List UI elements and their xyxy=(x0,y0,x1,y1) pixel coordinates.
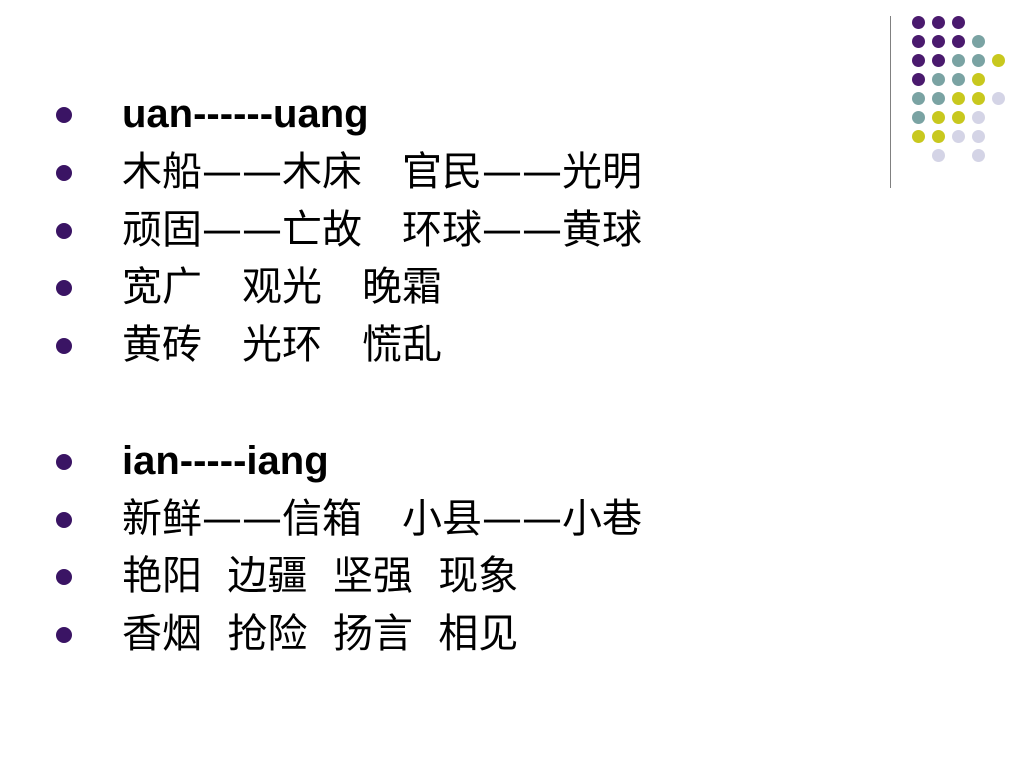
bullet-dot-icon xyxy=(56,223,72,239)
list-item: 新鲜——信箱 小县——小巷 xyxy=(0,491,880,547)
dot-icon xyxy=(952,16,965,29)
dot-icon xyxy=(912,73,925,86)
bullet-dot-icon xyxy=(56,627,72,643)
bullet-dot-icon xyxy=(56,338,72,354)
list-item-text: 黄砖 光环 慌乱 xyxy=(122,322,442,368)
dot-icon xyxy=(912,130,925,143)
dot-icon xyxy=(952,111,965,124)
dot-icon xyxy=(932,149,945,162)
list-item: 木船——木床 官民——光明 xyxy=(0,144,880,200)
bullet-dot-icon xyxy=(56,512,72,528)
dot-icon xyxy=(952,92,965,105)
vertical-divider-line xyxy=(890,16,891,188)
dot-icon xyxy=(932,111,945,124)
list-item-text: 新鲜——信箱 小县——小巷 xyxy=(122,496,642,542)
dot-icon xyxy=(952,73,965,86)
list-item-text: uan------uang xyxy=(122,92,369,136)
list-item: 顽固——亡故 环球——黄球 xyxy=(0,202,880,258)
dot-icon xyxy=(952,54,965,67)
dot-icon xyxy=(972,149,985,162)
list-item-text: 香烟 抢险 扬言 相见 xyxy=(122,611,519,657)
dot-icon xyxy=(972,130,985,143)
dot-icon xyxy=(972,92,985,105)
dot-icon xyxy=(952,130,965,143)
dot-icon xyxy=(932,35,945,48)
list-item-text: ian-----iang xyxy=(122,439,329,483)
list-item-text: 顽固——亡故 环球——黄球 xyxy=(122,207,642,253)
dot-icon xyxy=(932,16,945,29)
bullet-dot-icon xyxy=(56,280,72,296)
dot-icon xyxy=(952,35,965,48)
dot-icon xyxy=(972,35,985,48)
dot-icon xyxy=(992,92,1005,105)
list-item: 宽广 观光 晚霜 xyxy=(0,259,880,315)
list-item: uan------uang xyxy=(0,86,880,142)
list-item-text: 艳阳 边疆 坚强 现象 xyxy=(122,553,519,599)
list-item-text: 木船——木床 官民——光明 xyxy=(122,149,642,195)
dot-icon xyxy=(972,54,985,67)
dot-icon xyxy=(972,111,985,124)
dot-icon xyxy=(932,130,945,143)
dot-icon xyxy=(912,35,925,48)
bullet-dot-icon xyxy=(56,107,72,123)
list-item-text: 宽广 观光 晚霜 xyxy=(122,264,442,310)
bullet-dot-icon xyxy=(56,454,72,470)
dot-icon xyxy=(992,54,1005,67)
bullet-list: uan------uang 木船——木床 官民——光明 顽固——亡故 环球——黄… xyxy=(0,86,880,662)
list-item: 香烟 抢险 扬言 相见 xyxy=(0,606,880,662)
bullet-dot-icon xyxy=(56,569,72,585)
dot-icon xyxy=(932,73,945,86)
dot-icon xyxy=(912,16,925,29)
dot-icon xyxy=(912,92,925,105)
dot-icon xyxy=(932,54,945,67)
list-item: 黄砖 光环 慌乱 xyxy=(0,317,880,373)
decorative-dot-grid xyxy=(908,14,1008,164)
list-item: ian-----iang xyxy=(0,433,880,489)
dot-icon xyxy=(972,73,985,86)
bullet-dot-icon xyxy=(56,165,72,181)
list-item: 艳阳 边疆 坚强 现象 xyxy=(0,548,880,604)
dot-icon xyxy=(912,111,925,124)
dot-icon xyxy=(932,92,945,105)
dot-icon xyxy=(912,54,925,67)
